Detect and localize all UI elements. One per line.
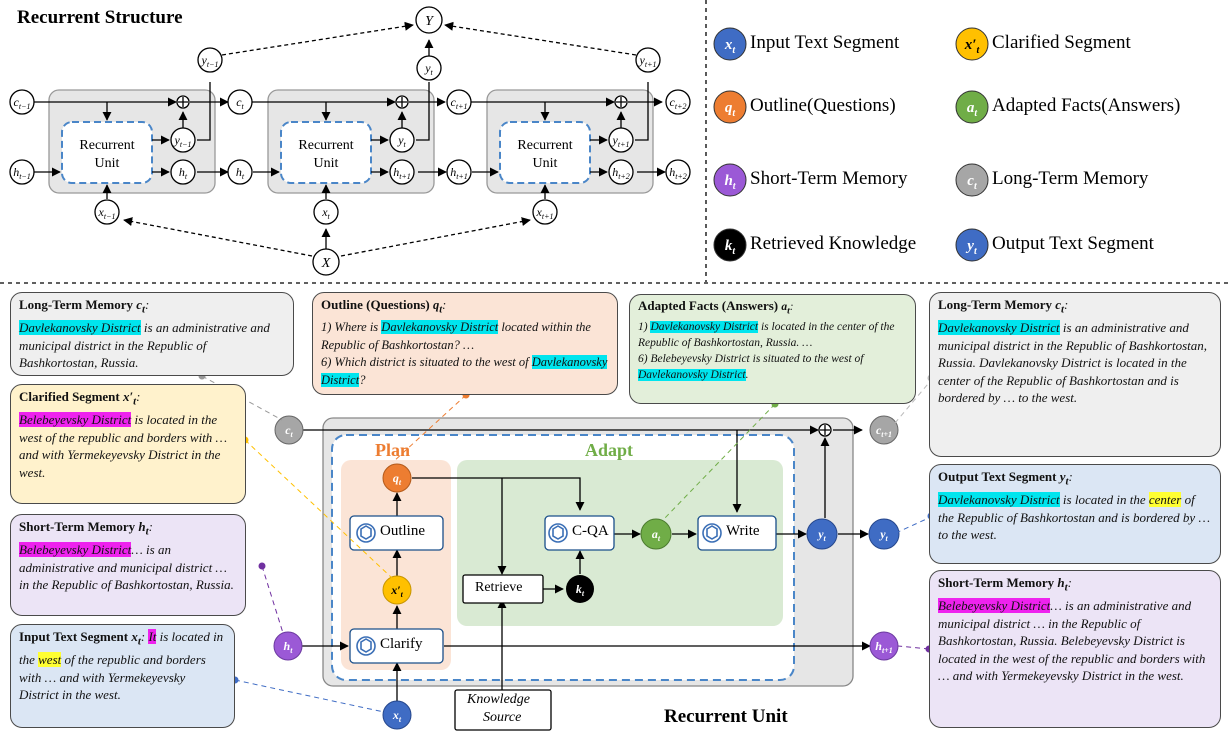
legend-marker (955, 90, 989, 124)
legend-marker (713, 228, 747, 262)
legend-marker (955, 163, 989, 197)
legend-symbol: at (967, 100, 979, 119)
svg-text:xt: xt (392, 708, 402, 724)
output-segment-box: Output Text Segment yt: Davlekanovsky Di… (929, 464, 1221, 564)
svg-text:qt: qt (393, 471, 402, 487)
clarify-module: Clarify (380, 636, 423, 652)
svg-text:xt: xt (321, 205, 330, 221)
recurrent-structure-title: Recurrent Structure (17, 7, 183, 28)
outline-questions-box: Outline (Questions) qt: 1) Where is Davl… (312, 292, 618, 395)
legend-symbol: ct (967, 173, 978, 192)
recurrent-unit-title: Recurrent Unit (664, 706, 788, 727)
svg-text:ct: ct (285, 423, 293, 439)
legend-symbol: x′t (964, 37, 981, 56)
adapt-label: Adapt (585, 440, 634, 460)
svg-text:Y: Y (425, 14, 435, 29)
knowledge-source-line2: Source (483, 710, 522, 725)
ltm-left-box: Long-Term Memory ct: Davlekanovsky Distr… (10, 292, 294, 376)
stm-left-box: Short-Term Memory ht: Belebeyevsky Distr… (10, 514, 246, 616)
legend-label: Input Text Segment (750, 32, 900, 53)
svg-text:yt: yt (816, 527, 826, 543)
svg-text:x′t: x′t (390, 583, 403, 599)
module-boxes (349, 515, 777, 731)
svg-text:X: X (321, 256, 331, 271)
svg-text:ht: ht (236, 165, 245, 181)
ltm-right-box: Long-Term Memory ct: Davlekanovsky Distr… (929, 292, 1221, 457)
structure-unit-labels: Recurrent Unit Recurrent Unit Recurrent … (79, 138, 572, 171)
input-segment-box: Input Text Segment xt: It is located in … (10, 624, 235, 728)
svg-text:kt: kt (576, 582, 585, 598)
legend-label: Adapted Facts(Answers) (992, 95, 1181, 116)
legend-marker (713, 90, 747, 124)
legend-symbol: kt (725, 238, 737, 257)
clarified-segment-box: Clarified Segment x′t: Belebeyevsky Dist… (10, 384, 246, 504)
openai-icons (356, 523, 722, 656)
cqa-module: C-QA (572, 523, 609, 539)
svg-text:ht: ht (179, 165, 188, 181)
legend-marker (713, 27, 747, 61)
legend-label: Short-Term Memory (750, 168, 908, 189)
unit-label-2: Unit (95, 156, 120, 171)
adapted-facts-box: Adapted Facts (Answers) at: 1) Davlekano… (629, 294, 916, 404)
recurrent-structure-diagram (9, 6, 691, 276)
legend-label: Long-Term Memory (992, 168, 1149, 189)
svg-text:ct: ct (236, 95, 244, 111)
svg-text:ht: ht (284, 639, 294, 655)
retrieve-module: Retrieve (475, 580, 523, 595)
legend-label: Retrieved Knowledge (750, 233, 917, 254)
svg-text:yt: yt (878, 527, 888, 543)
unit-label-1: Recurrent (298, 138, 353, 153)
svg-text:yt: yt (424, 61, 433, 77)
write-module: Write (726, 523, 760, 539)
unit-label-1: Recurrent (517, 138, 572, 153)
legend-symbol: qt (725, 100, 737, 119)
unit-label-2: Unit (533, 156, 558, 171)
legend-marker (955, 228, 989, 262)
outline-module: Outline (380, 523, 425, 539)
legend-marker (713, 163, 747, 197)
svg-text:yt: yt (397, 133, 406, 149)
unit-label-2: Unit (314, 156, 339, 171)
legend-label: Clarified Segment (992, 32, 1131, 53)
legend-marker (955, 27, 989, 61)
stm-right-box: Short-Term Memory ht: Belebeyevsky Distr… (929, 570, 1221, 728)
legend-label: Output Text Segment (992, 233, 1154, 254)
recurrent-unit-diagram (322, 417, 854, 687)
svg-text:at: at (652, 527, 661, 543)
plan-label: Plan (375, 440, 411, 460)
unit-nodes (273, 415, 900, 730)
legend-label: Outline(Questions) (750, 95, 896, 116)
unit-label-1: Recurrent (79, 138, 134, 153)
unit-edges (302, 423, 871, 702)
knowledge-source-line1: Knowledge (467, 692, 530, 707)
